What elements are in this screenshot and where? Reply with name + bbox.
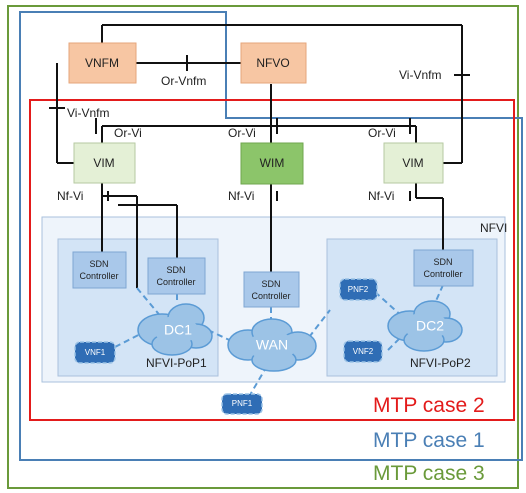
mtp-case-1-label: MTP case 1	[373, 429, 485, 452]
mtp-case-3-boundary	[7, 5, 519, 489]
sdn-controller-wan-line1: SDN	[261, 279, 280, 289]
vnfm-box	[68, 42, 137, 84]
sdn-controller-2-line2: Controller	[156, 277, 195, 287]
vnfm-label: VNFM	[85, 56, 119, 70]
nfvi-pop1-label: NFVI-PoP1	[146, 356, 207, 370]
wan-label: WAN	[256, 337, 288, 353]
mtp-case-3-label: MTP case 3	[373, 462, 485, 485]
vi-vnfm-right-label: Vi-Vnfm	[399, 68, 441, 82]
vnf2-box	[343, 340, 383, 363]
sdn-controller-1-box	[72, 251, 127, 289]
interface-ticks	[49, 55, 470, 201]
nfvo-box	[240, 42, 307, 84]
nfvo-label: NFVO	[256, 56, 289, 70]
pnf1-box	[221, 393, 263, 415]
pnf2-box	[339, 278, 378, 301]
sdn-controller-wan-box	[243, 271, 300, 308]
or-vi-mid-label: Or-Vi	[228, 126, 256, 140]
sdn-controller-2-line1: SDN	[166, 265, 185, 275]
nf-vi-mid-label: Nf-Vi	[228, 189, 254, 203]
mtp-case-2-label: MTP case 2	[373, 394, 485, 417]
nf-vi-left-label: Nf-Vi	[57, 189, 83, 203]
vnf2-label: VNF2	[353, 347, 374, 356]
dc1-label: DC1	[164, 322, 192, 338]
or-vi-left-label: Or-Vi	[114, 126, 142, 140]
vim-left-label: VIM	[93, 156, 114, 170]
sdn-controller-1-line2: Controller	[79, 271, 118, 281]
pnf2-label: PNF2	[348, 285, 369, 294]
vim-right-box	[383, 142, 444, 184]
sdn-controller-3-line1: SDN	[433, 257, 452, 267]
mtp-case-1-boundary	[19, 11, 523, 461]
pnf1-label: PNF1	[232, 399, 253, 408]
nfvi-pop2-label: NFVI-PoP2	[410, 356, 471, 370]
wan-cloud-icon	[227, 318, 317, 372]
wim-label: WIM	[260, 156, 285, 170]
or-vnfm-label: Or-Vnfm	[161, 74, 206, 88]
vnf1-label: VNF1	[85, 348, 106, 357]
vi-vnfm-left-label: Vi-Vnfm	[67, 106, 109, 120]
vim-right-label: VIM	[402, 156, 423, 170]
dc1-cloud-icon	[137, 303, 213, 356]
sdn-controller-2-box	[147, 257, 206, 295]
nfvi-label: NFVI	[480, 221, 507, 235]
nf-vi-right-label: Nf-Vi	[368, 189, 394, 203]
or-vi-right-label: Or-Vi	[368, 126, 396, 140]
wim-box	[240, 142, 304, 185]
sdn-controller-wan-line2: Controller	[251, 291, 290, 301]
sdn-controller-1-line1: SDN	[89, 259, 108, 269]
dc2-label: DC2	[416, 318, 444, 334]
sdn-controller-3-box	[413, 249, 474, 287]
sdn-controller-3-line2: Controller	[423, 269, 462, 279]
vim-left-box	[73, 142, 136, 184]
dc2-cloud-icon	[387, 300, 463, 352]
vnf1-box	[74, 341, 116, 364]
